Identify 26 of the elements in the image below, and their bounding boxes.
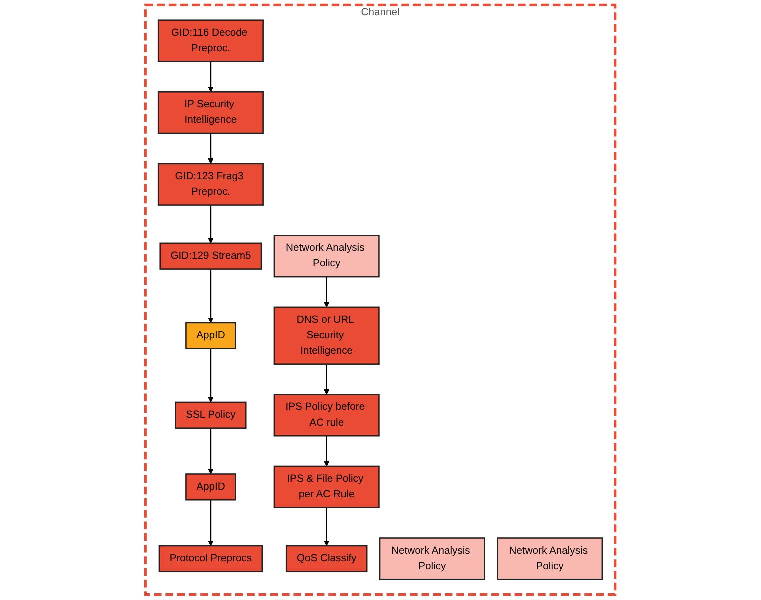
arrow: [208, 428, 214, 474]
arrow: [208, 62, 214, 92]
node-box: GID:123 Frag3 Preproc.: [158, 163, 264, 206]
node-box: GID:116 Decode Preproc.: [158, 20, 264, 62]
arrow: [324, 508, 330, 546]
arrow: [324, 436, 330, 467]
node-box: AppID: [186, 474, 236, 501]
node-box: DNS or URL Security Intelligence: [274, 306, 380, 365]
arrow: [324, 364, 330, 395]
node-box: AppID: [186, 322, 236, 350]
node-box: Network Analysis Policy: [379, 538, 486, 580]
node-box: IPS & File Policy per AC Rule: [274, 466, 380, 509]
arrow: [208, 269, 214, 324]
node-box: IPS Policy before AC rule: [274, 394, 380, 437]
node-box: IP Security Intelligence: [158, 91, 264, 134]
arrow: [208, 134, 214, 164]
node-box: QoS Classify: [286, 545, 368, 573]
node-box: SSL Policy: [175, 402, 247, 429]
node-box: GID:129 Stream5: [160, 242, 262, 270]
node-box: Network Analysis Policy: [497, 538, 604, 580]
arrow: [324, 277, 330, 308]
arrow: [208, 348, 214, 403]
node-box: Protocol Preprocs: [158, 545, 264, 573]
node-box: Network Analysis Policy: [274, 235, 380, 278]
arrow: [208, 500, 214, 546]
arrow: [208, 205, 214, 244]
